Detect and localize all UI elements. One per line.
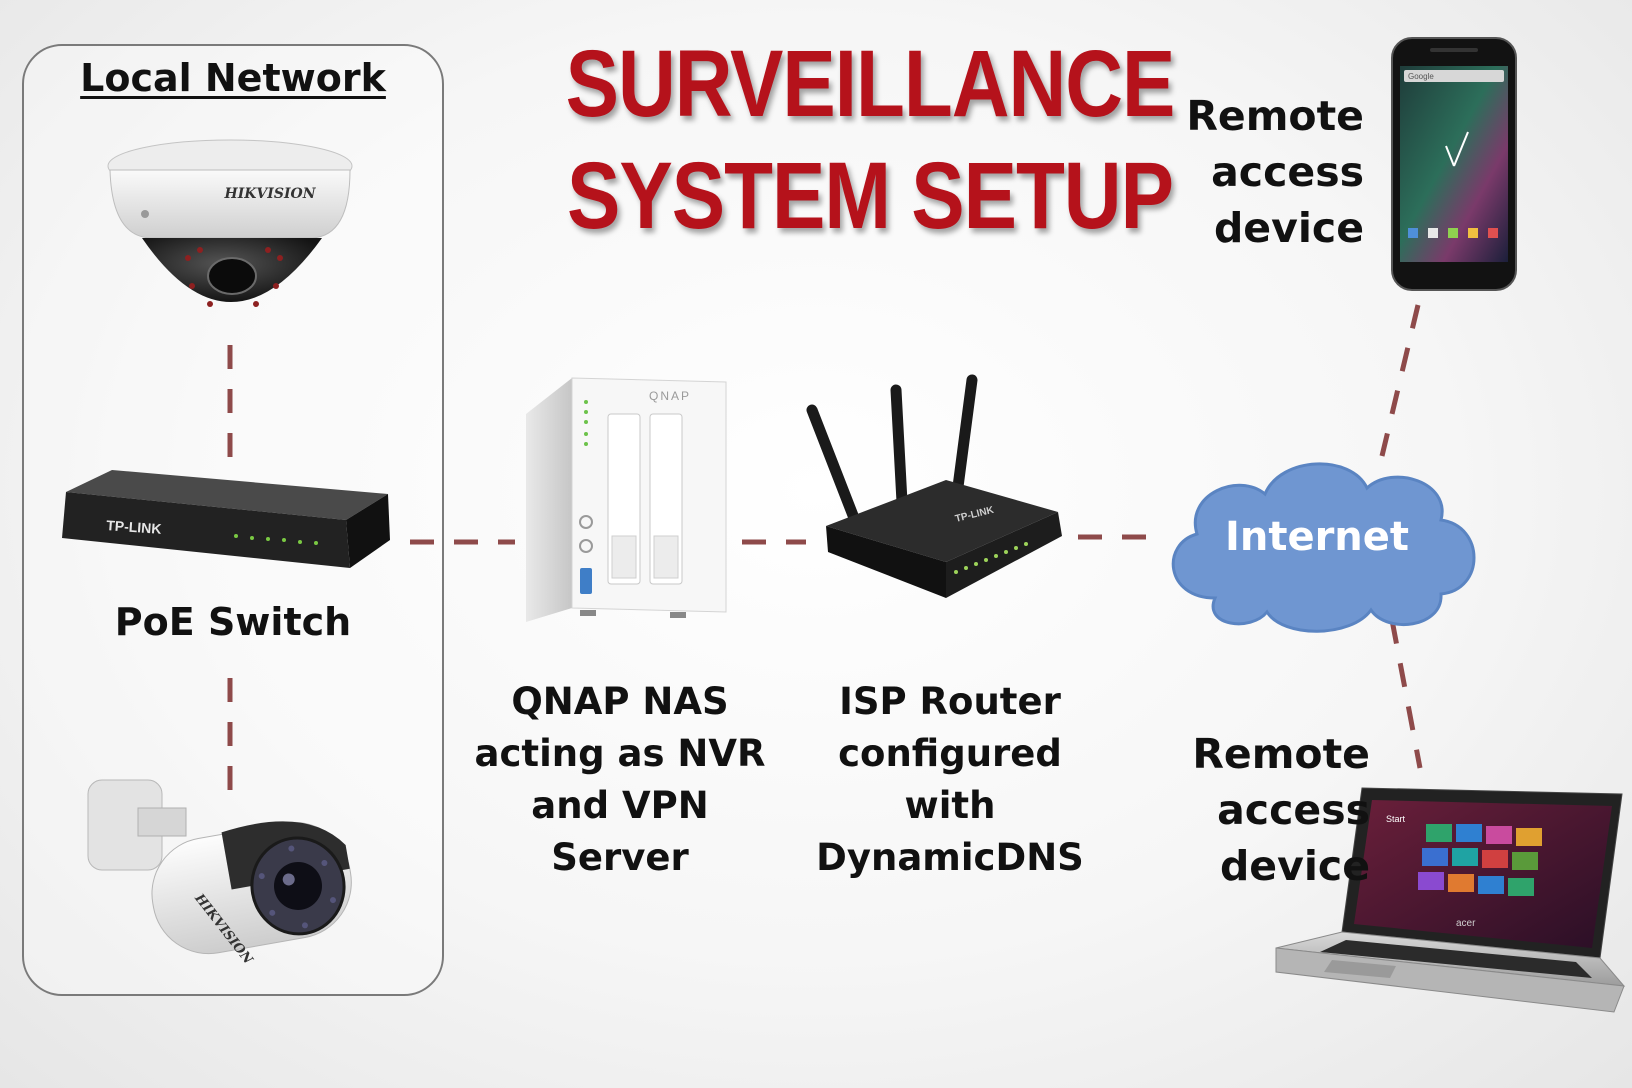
phone-search-text: Google [1408,72,1434,81]
laptop-brand: acer [1456,918,1476,929]
smartphone-icon: Google [1391,37,1517,291]
phone-remote-label: Remote access device [1150,88,1364,256]
router-label-line-4: DynamicDNS [816,836,1084,879]
router-label-line-1: ISP Router [839,680,1061,723]
laptop-remote-label: Remote access device [1150,726,1370,894]
nas-label-line-2: acting as NVR [474,732,766,775]
laptop-icon: Start acer [1275,787,1626,1013]
phone-label-line-1: Remote [1186,92,1364,140]
nas-label-line-4: Server [551,836,689,879]
internet-label: Internet [1224,514,1410,560]
title-line-2: SYSTEM SETUP [567,142,1174,248]
router-label-line-3: with [904,784,996,827]
nas-icon: QNAP [526,377,727,622]
poe-switch-label: PoE Switch [114,600,352,644]
router-icon: TP-LINK [806,374,1062,598]
local-network-title: Local Network [80,56,386,100]
laptop-label-line-1: Remote [1192,730,1370,778]
nas-label-line-1: QNAP NAS [511,680,729,723]
laptop-label-line-3: device [1219,842,1370,890]
phone-label-line-2: access [1211,148,1364,196]
link-internet-to-phone [1379,304,1421,457]
cloud-icon [1171,462,1476,633]
dome-brand: HIKVISION [223,186,316,202]
nas-brand: QNAP [649,389,691,403]
laptop-label-line-2: access [1217,786,1370,834]
link-internet-to-laptop [1389,619,1423,769]
phone-label-line-3: device [1213,204,1364,252]
switch-brand: TP-LINK [106,517,162,537]
dome-camera-icon: HIKVISION [107,139,353,307]
nas-label-line-3: and VPN [531,784,709,827]
network-switch-icon: TP-LINK [62,470,390,568]
router-label: ISP Router configured with DynamicDNS [780,676,1120,884]
router-label-line-2: configured [838,732,1062,775]
laptop-screen-text: Start [1386,814,1406,824]
bullet-camera-icon: HIKVISION [87,779,352,968]
nas-label: QNAP NAS acting as NVR and VPN Server [460,676,780,884]
title-line-1: SURVEILLANCE [565,30,1176,136]
